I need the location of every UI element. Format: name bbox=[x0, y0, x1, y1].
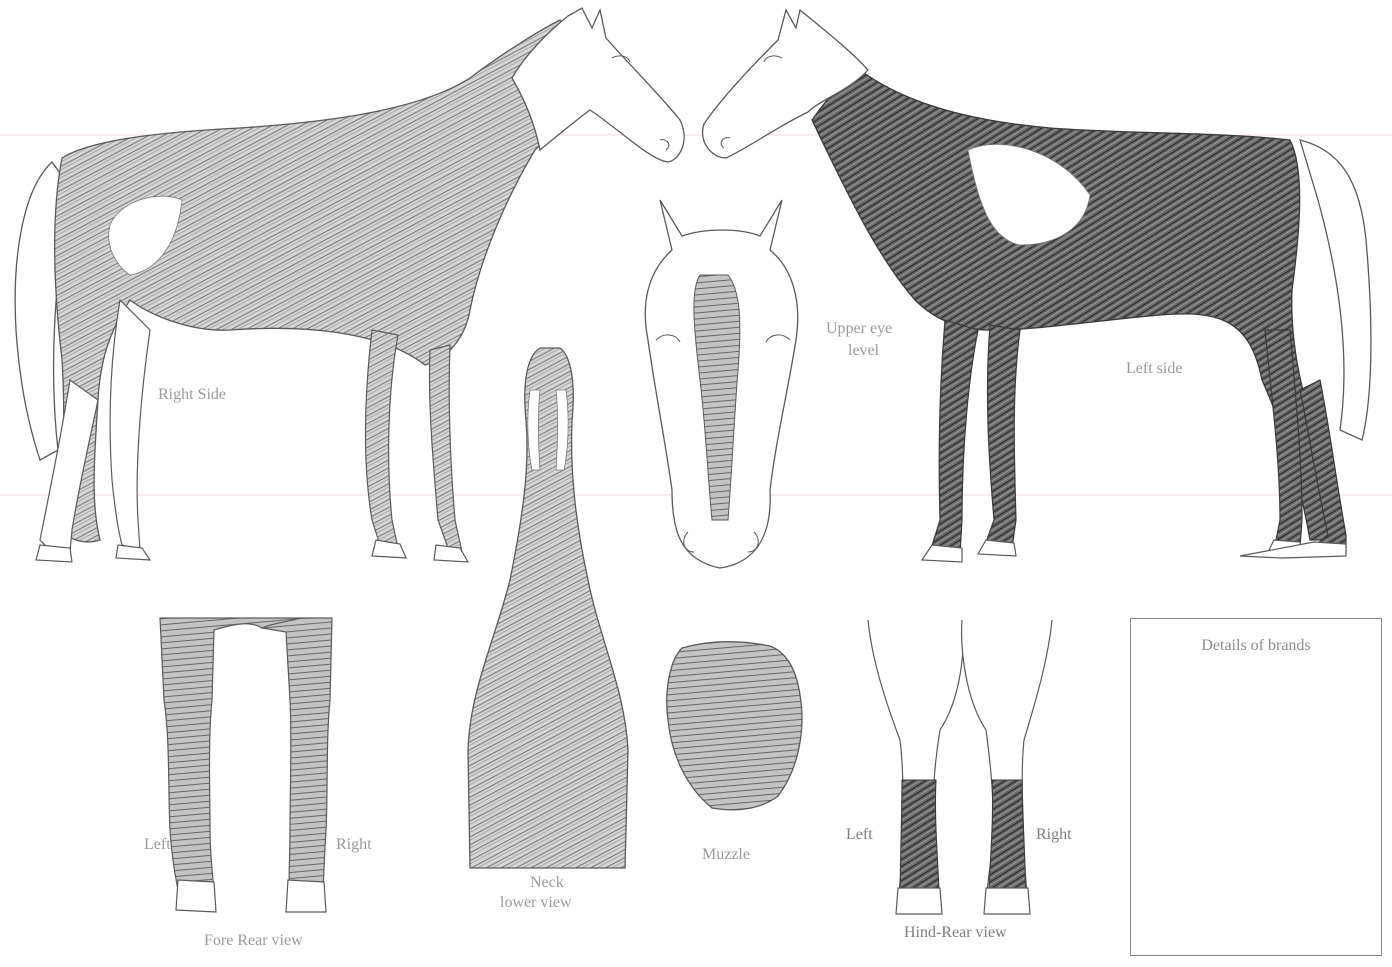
label-fore-caption: Fore Rear view bbox=[204, 932, 303, 950]
label-hind-caption: Hind-Rear view bbox=[904, 924, 1007, 942]
label-upper-eye-level: level bbox=[848, 342, 879, 360]
right-side-horse bbox=[15, 8, 684, 562]
label-fore-left: Left bbox=[144, 836, 171, 854]
right-horse-neck-white bbox=[512, 8, 684, 162]
muzzle-outline bbox=[667, 642, 802, 810]
left-horse-foreleg-front bbox=[930, 320, 978, 555]
label-hind-right: Right bbox=[1036, 826, 1072, 844]
label-neck-lower-view: lower view bbox=[500, 894, 572, 912]
label-left-side: Left side bbox=[1126, 360, 1182, 378]
right-horse-hoof-1 bbox=[36, 545, 72, 562]
label-right-side: Right Side bbox=[158, 386, 226, 404]
right-horse-hoof-2 bbox=[116, 545, 150, 560]
fore-right-hoof bbox=[286, 880, 326, 912]
right-horse-hindleg-front bbox=[110, 300, 150, 550]
right-horse-foreleg-front bbox=[429, 345, 462, 552]
right-horse-hoof-4 bbox=[434, 545, 468, 562]
muzzle-view bbox=[667, 642, 802, 810]
brands-details-box: Details of brands bbox=[1130, 618, 1382, 956]
right-horse-hoof-3 bbox=[372, 540, 406, 558]
brands-title: Details of brands bbox=[1131, 637, 1381, 655]
neck-outline bbox=[468, 348, 628, 868]
fore-left-leg bbox=[160, 618, 300, 902]
fore-left-hoof bbox=[176, 880, 216, 912]
left-side-horse bbox=[703, 10, 1371, 562]
fore-right-leg bbox=[262, 618, 332, 902]
fore-rear-view bbox=[160, 618, 332, 912]
hind-left-hoof bbox=[896, 888, 942, 914]
head-front-view bbox=[645, 200, 797, 568]
label-muzzle: Muzzle bbox=[702, 846, 750, 864]
left-horse-foreleg-back bbox=[985, 325, 1020, 548]
label-upper-eye: Upper eye bbox=[826, 320, 892, 338]
label-neck: Neck bbox=[530, 874, 564, 892]
label-fore-right: Right bbox=[336, 836, 372, 854]
left-horse-hoof-2 bbox=[978, 540, 1016, 556]
left-horse-body bbox=[812, 70, 1336, 540]
left-horse-hoof-1 bbox=[922, 545, 962, 562]
label-hind-left: Left bbox=[846, 826, 873, 844]
hind-rear-view bbox=[868, 620, 1052, 914]
hind-right-hoof bbox=[984, 888, 1030, 914]
neck-lower-view bbox=[468, 348, 628, 868]
right-horse-foreleg-back bbox=[366, 330, 398, 548]
